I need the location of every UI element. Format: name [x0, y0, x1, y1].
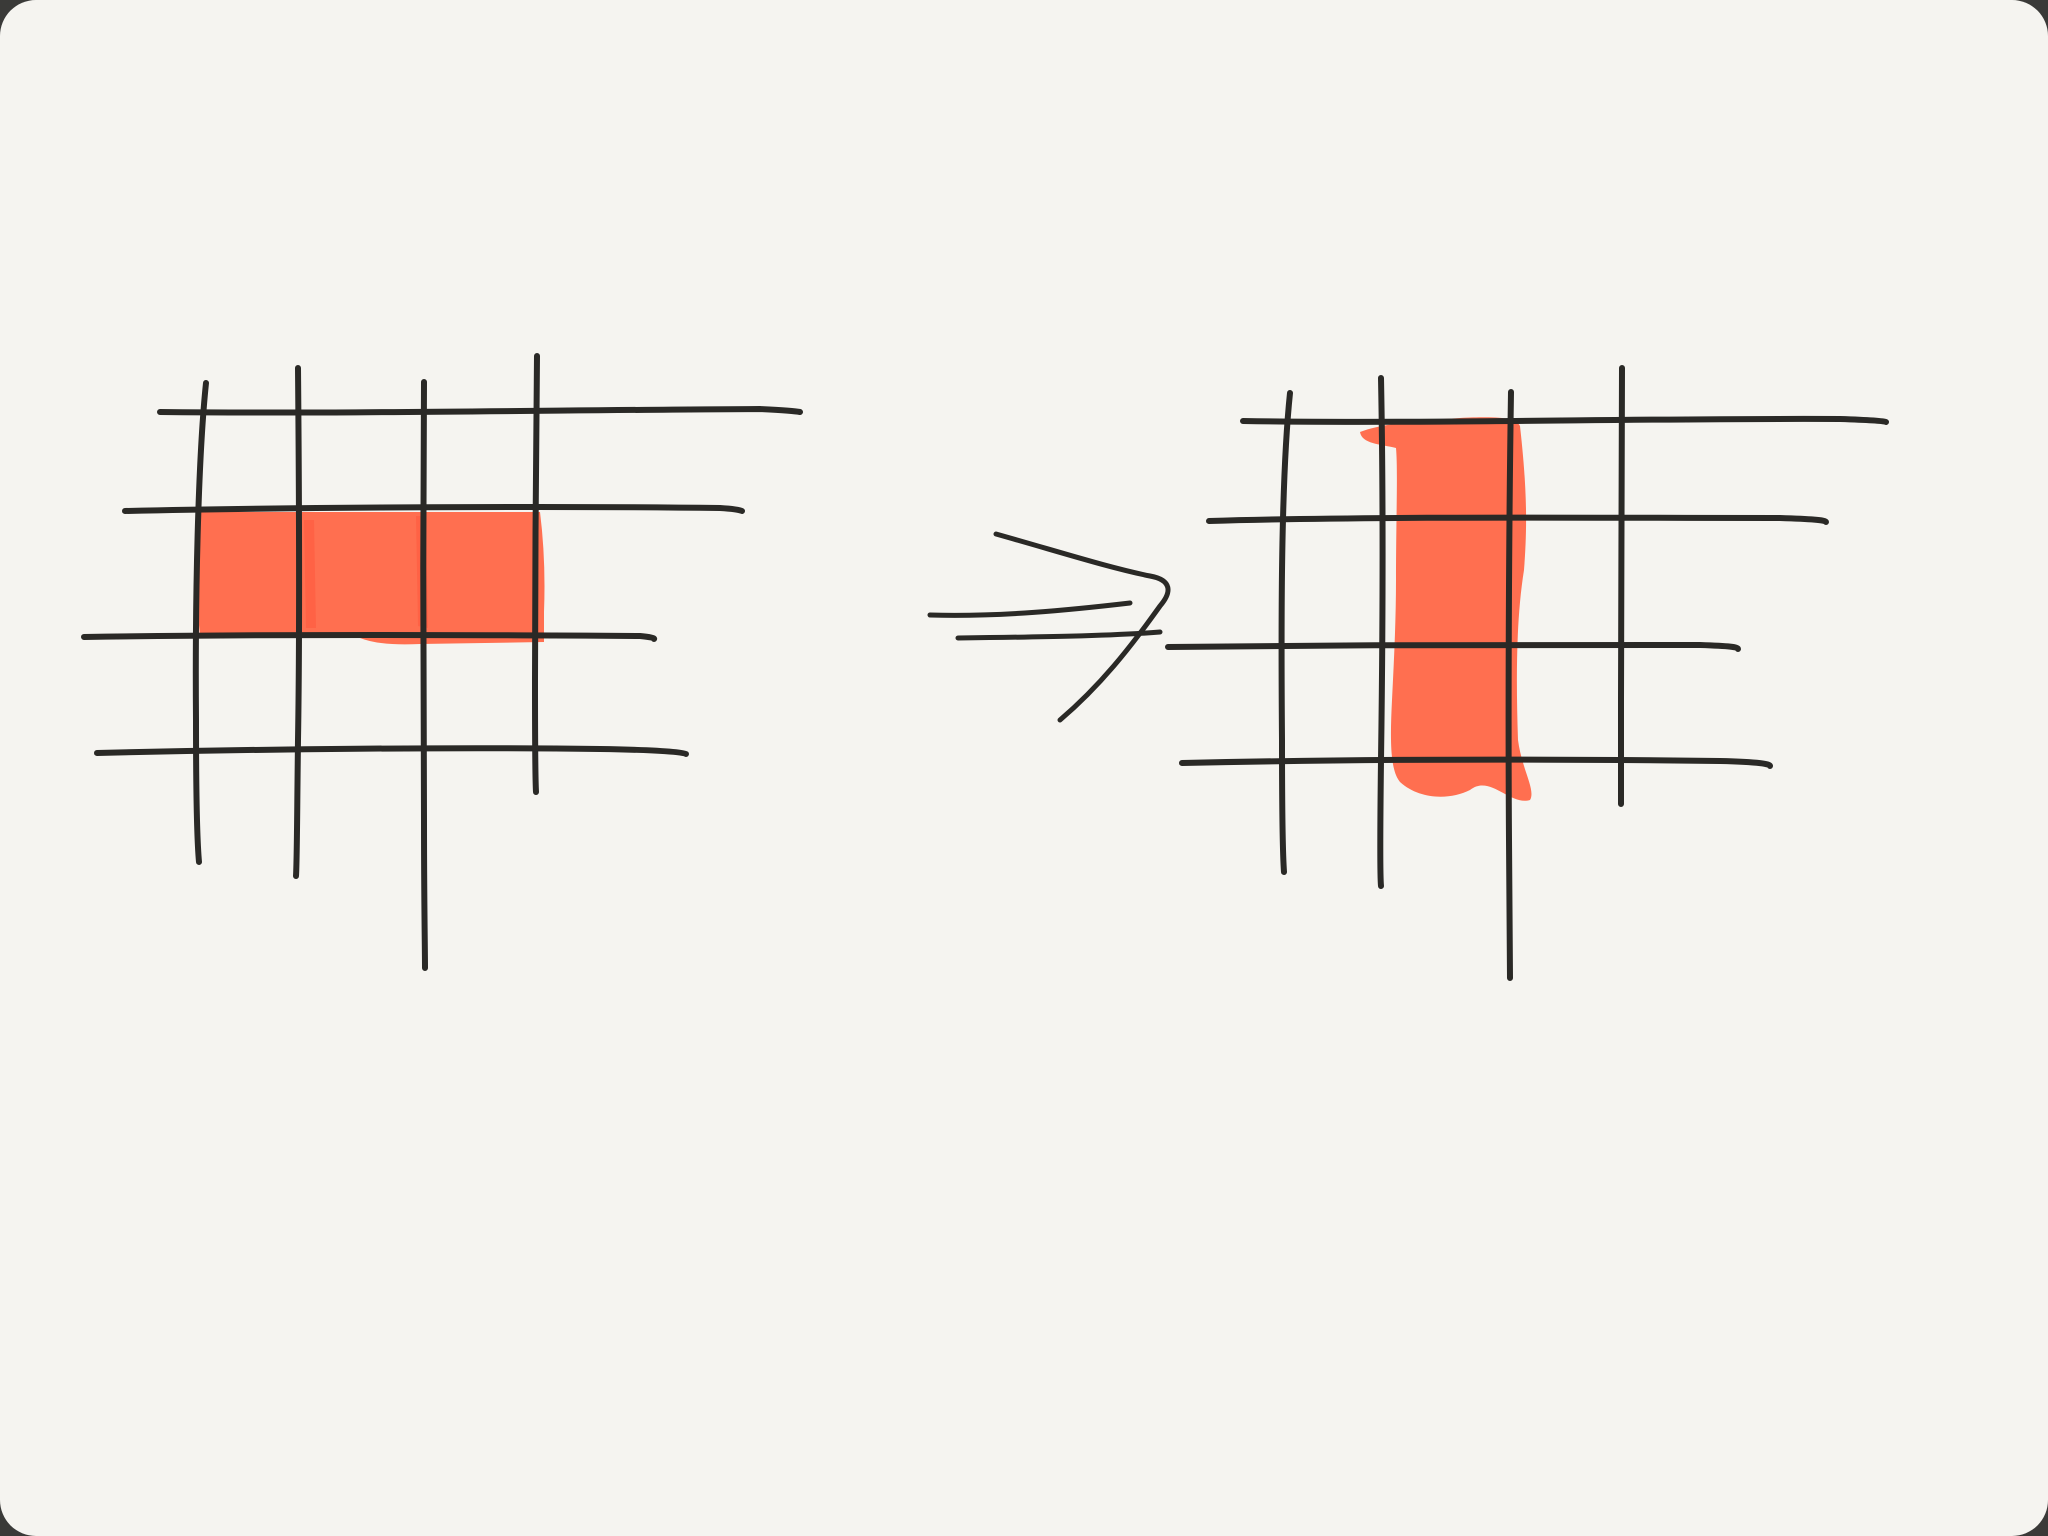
left-grid-v-line-1 — [192, 380, 209, 865]
right-grid-h-line-2 — [1206, 514, 1829, 525]
right-grid-column-highlight — [1360, 417, 1532, 801]
right-grid-v-line-2 — [1377, 375, 1386, 889]
left-grid — [81, 353, 803, 971]
right-grid-h-line-4 — [1179, 756, 1773, 769]
left-grid-h-line-2 — [122, 504, 745, 514]
left-grid-h-line-4 — [94, 745, 689, 757]
left-grid-row-highlight — [196, 512, 545, 645]
right-grid-v-line-1 — [1278, 390, 1293, 875]
left-grid-h-line-1 — [157, 406, 803, 416]
arrow-head — [993, 531, 1171, 723]
right-grid-v-line-3 — [1505, 389, 1514, 981]
left-grid-v-line-4 — [532, 353, 540, 795]
left-grid-v-line-3 — [420, 379, 428, 971]
arrow-shaft-upper — [927, 600, 1133, 618]
left-grid-h-line-3 — [81, 632, 658, 642]
right-grid-v-line-4 — [1617, 365, 1625, 807]
left-grid-v-line-2 — [293, 365, 303, 879]
left-grid-row-highlight-stroke-a — [304, 520, 316, 628]
implies-arrow-icon — [927, 531, 1171, 723]
right-grid — [1165, 365, 1889, 981]
arrow-shaft-lower — [955, 629, 1163, 641]
right-grid-h-line-1 — [1240, 415, 1889, 425]
